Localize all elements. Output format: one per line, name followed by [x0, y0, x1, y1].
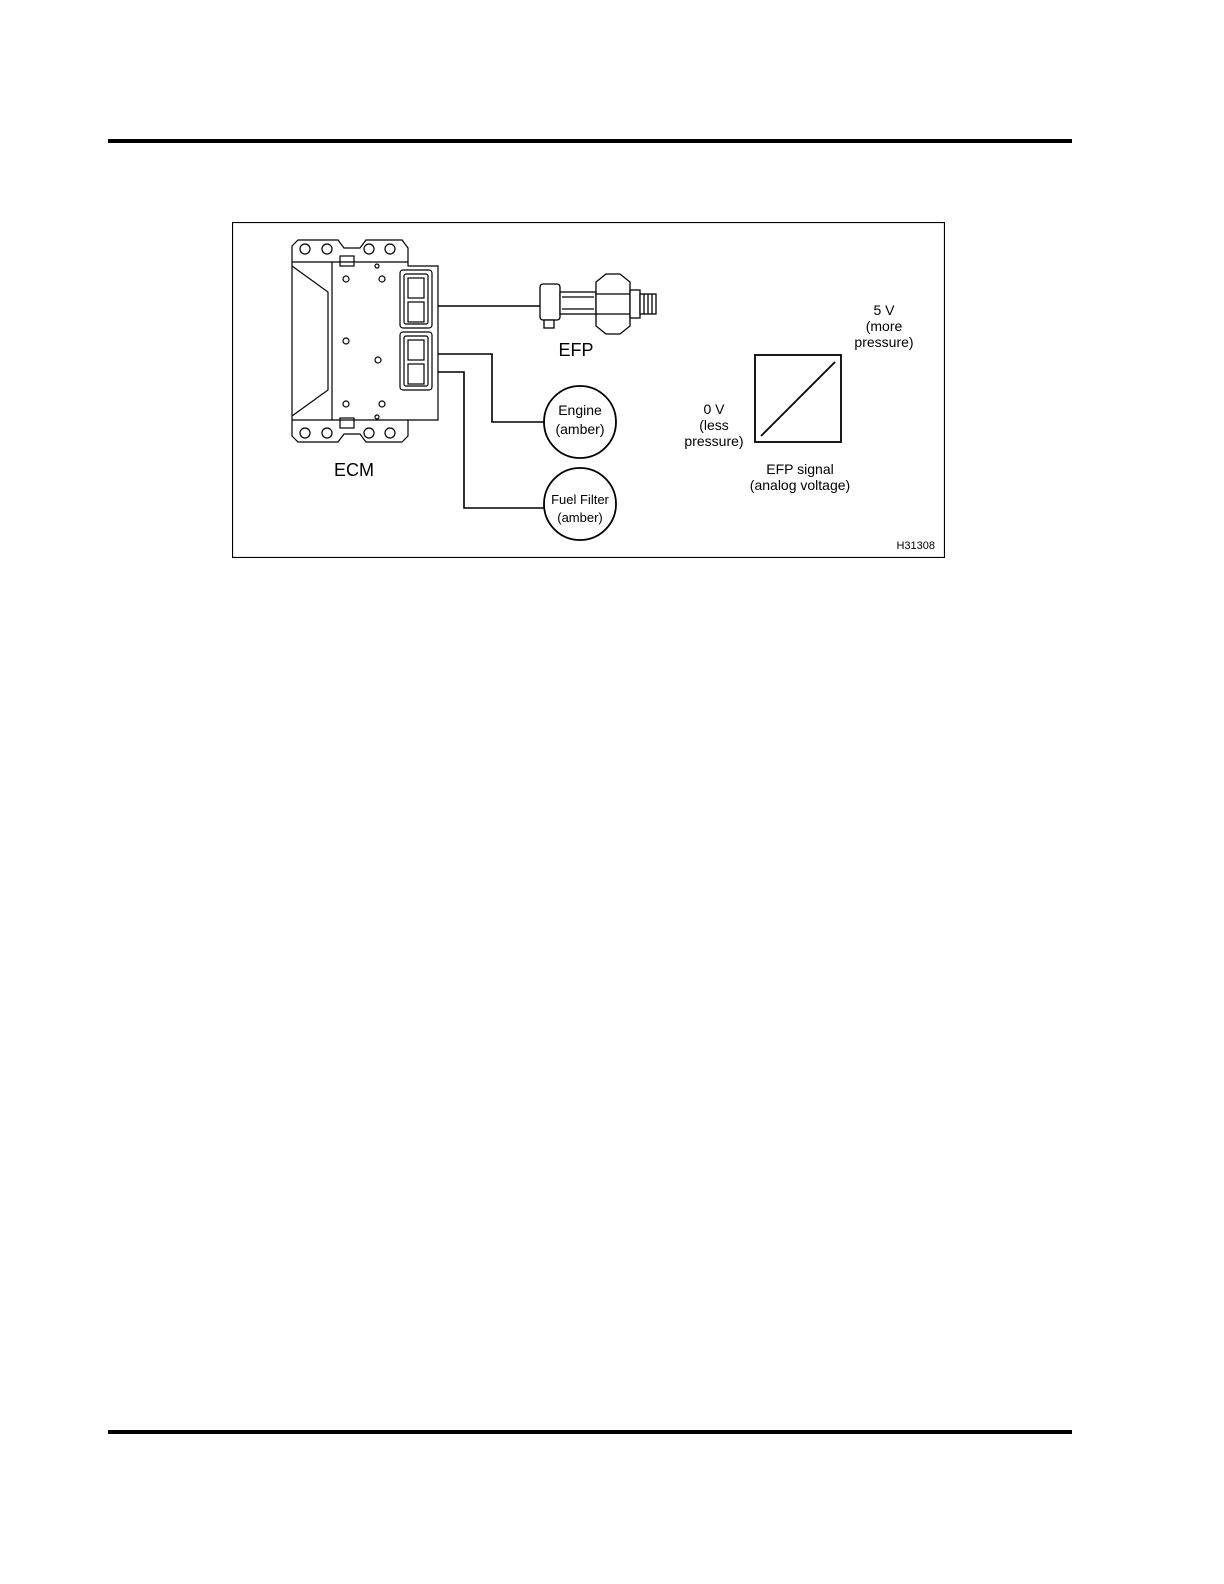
signal-caption: EFP signal	[766, 461, 833, 477]
engine-lamp-color: (amber)	[555, 421, 604, 437]
header-rule	[108, 139, 1072, 143]
figure-canvas: EFP ECM Engine (amber) Fuel Filter (ambe…	[232, 222, 945, 558]
high-pressure-label-2: pressure)	[854, 334, 913, 350]
fuel-filter-lamp-label: Fuel Filter	[551, 492, 609, 507]
low-pressure-label-2: pressure)	[684, 433, 743, 449]
efp-circuit-figure: EFP ECM Engine (amber) Fuel Filter (ambe…	[232, 222, 945, 558]
ecm-label: ECM	[334, 460, 374, 480]
high-voltage-label: 5 V	[873, 302, 895, 318]
high-pressure-label-1: (more	[866, 318, 903, 334]
fuel-filter-lamp-color: (amber)	[557, 510, 603, 525]
fuel-filter-lamp: Fuel Filter (amber)	[544, 468, 616, 540]
efp-label: EFP	[558, 340, 593, 360]
engine-lamp-label: Engine	[558, 402, 602, 418]
signal-caption-type: (analog voltage)	[750, 477, 850, 493]
figure-id: H31308	[896, 540, 935, 552]
engine-lamp: Engine (amber)	[544, 386, 616, 458]
low-pressure-label-1: (less	[699, 417, 729, 433]
low-voltage-label: 0 V	[703, 401, 725, 417]
footer-rule	[108, 1430, 1072, 1434]
